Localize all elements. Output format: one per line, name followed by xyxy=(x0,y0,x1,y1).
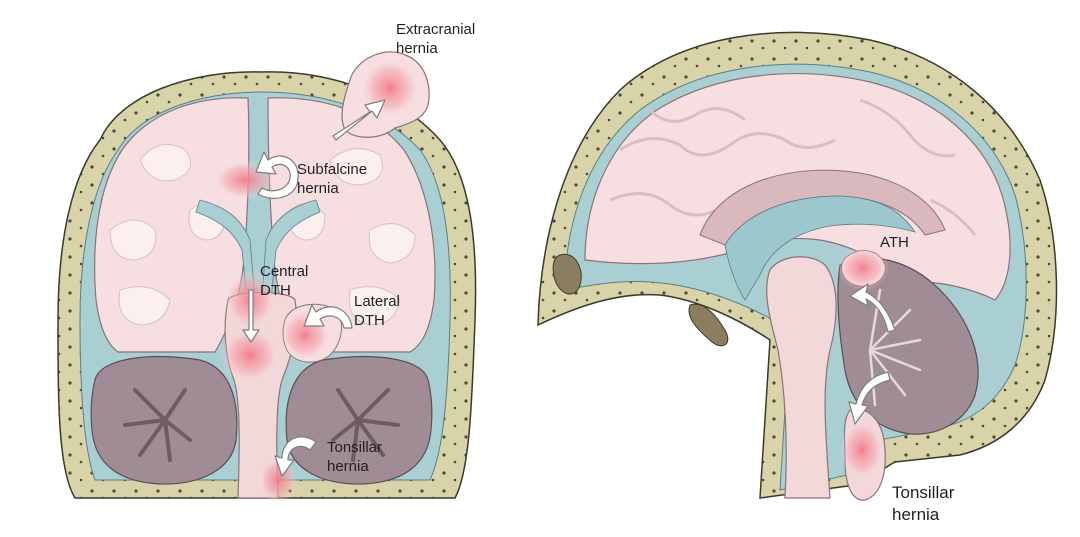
label-coronal-tonsillar-line2: hernia xyxy=(327,458,369,475)
label-extracranial-line2: hernia xyxy=(396,40,438,57)
sinus-shape-1 xyxy=(552,253,582,295)
sagittal-tonsillar-hotspot xyxy=(840,420,884,480)
coronal-gyri xyxy=(109,143,416,326)
label-central-line2: DTH xyxy=(260,282,291,299)
label-subfalcine-line2: hernia xyxy=(297,180,339,197)
central-arrow-icon xyxy=(242,289,260,343)
sagittal-view xyxy=(537,31,1058,501)
subfalcine-arrow-icon xyxy=(255,151,299,199)
label-lateral-line1: Lateral xyxy=(354,293,400,310)
label-extracranial: Extracranial hernia xyxy=(396,20,475,58)
label-sagittal-tonsillar-line1: Tonsillar xyxy=(892,483,955,502)
label-extracranial-line1: Extracranial xyxy=(396,21,476,38)
label-subfalcine-line1: Subfalcine xyxy=(297,161,368,178)
label-lateral: Lateral DTH xyxy=(354,292,400,330)
label-central: Central DTH xyxy=(260,262,308,300)
label-sagittal-tonsillar-line2: hernia xyxy=(892,505,940,524)
label-subfalcine: Subfalcine hernia xyxy=(297,160,367,198)
coronal-view xyxy=(57,51,477,504)
label-coronal-tonsillar-line1: Tonsillar xyxy=(327,439,383,456)
label-central-line1: Central xyxy=(260,263,309,280)
sinus-shape-2 xyxy=(688,303,729,347)
ath-arrow-icon xyxy=(849,283,896,333)
ath-hotspot xyxy=(837,246,889,290)
label-sagittal-tonsillar: Tonsillar hernia xyxy=(892,482,954,526)
extracranial-arrow-icon xyxy=(332,99,386,141)
coronal-tonsillar-arrow-icon xyxy=(274,436,317,477)
label-coronal-tonsillar: Tonsillar hernia xyxy=(327,438,382,476)
lateral-ventricle xyxy=(724,195,916,301)
central-hotspot-lower xyxy=(220,327,280,383)
label-ath: ATH xyxy=(880,234,909,251)
coronal-arbor-vitae xyxy=(123,388,400,462)
sagittal-brainstem xyxy=(766,256,837,499)
coronal-ventricles xyxy=(195,199,321,311)
label-lateral-line2: DTH xyxy=(354,312,385,329)
sagittal-tonsillar-arrow-icon xyxy=(848,371,891,425)
lateral-arrow-icon xyxy=(303,304,353,329)
